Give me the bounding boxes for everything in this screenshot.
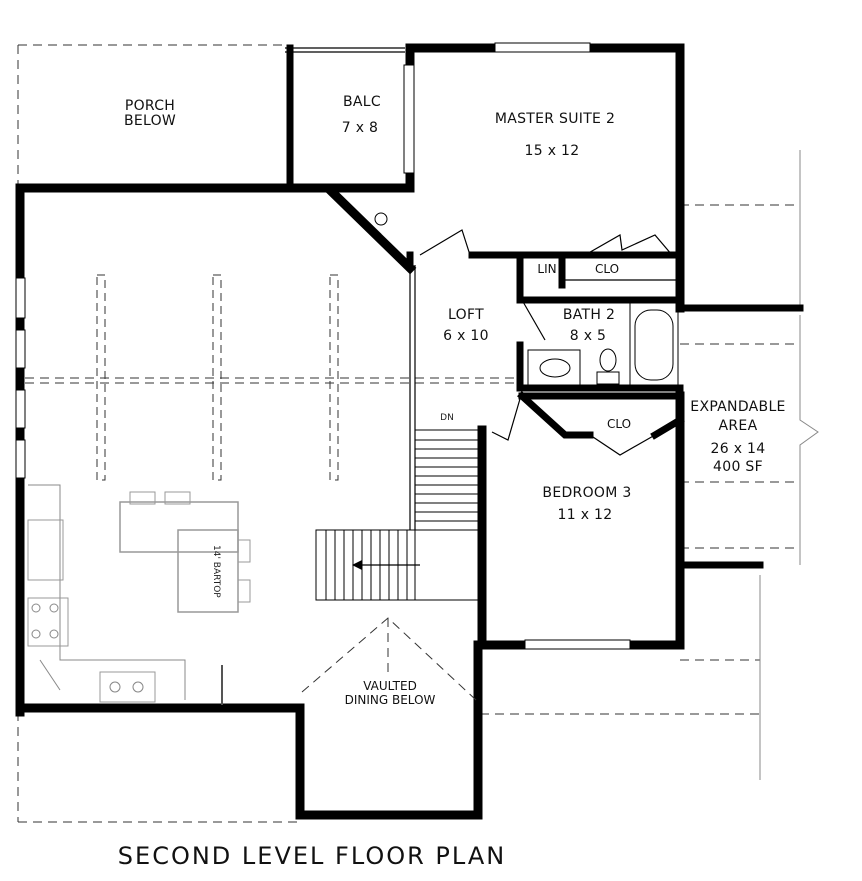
bartop-label: 14' BARTOP	[211, 545, 221, 598]
expandable-boundary	[759, 150, 819, 780]
bath-fixtures	[374, 212, 679, 387]
dining-label-line2: DINING BELOW	[345, 693, 436, 707]
stair-dn-label: DN	[440, 413, 454, 423]
expandable-label-line2: AREA	[719, 418, 758, 434]
bedroom-label: BEDROOM 3	[542, 485, 631, 501]
balc-label: BALC	[343, 94, 381, 110]
walls	[15, 43, 804, 820]
clo-bed-label: CLO	[607, 417, 631, 431]
expandable-label-line1: EXPANDABLE	[690, 399, 785, 415]
loft-label: LOFT	[448, 307, 484, 323]
lin-label: LIN	[537, 262, 556, 276]
ceiling-beams	[96, 274, 339, 481]
plan-title: SECOND LEVEL FLOOR PLAN	[118, 842, 506, 870]
porch-label-line1: PORCH	[125, 98, 175, 114]
bath-label: BATH 2	[563, 307, 615, 323]
room-labels: PORCH BELOW BALC 7 x 8 MASTER SUITE 2 15…	[124, 94, 785, 707]
bedroom-size: 11 x 12	[558, 507, 613, 523]
master-label: MASTER SUITE 2	[495, 111, 615, 127]
dashed-outlines	[17, 44, 800, 823]
expandable-size: 26 x 14	[711, 441, 766, 457]
windows	[15, 42, 631, 650]
loft-size: 6 x 10	[443, 328, 489, 344]
dining-label-line1: VAULTED	[363, 679, 417, 693]
stairs	[315, 429, 482, 601]
clo-master-label: CLO	[595, 262, 619, 276]
vaulted-dining-lines	[301, 617, 477, 701]
doors	[419, 229, 673, 456]
master-size: 15 x 12	[525, 143, 580, 159]
bath-size: 8 x 5	[570, 328, 607, 344]
kitchen-below	[27, 484, 251, 705]
porch-label-line2: BELOW	[124, 113, 176, 129]
expandable-sf: 400 SF	[713, 459, 763, 475]
balc-size: 7 x 8	[342, 120, 379, 136]
